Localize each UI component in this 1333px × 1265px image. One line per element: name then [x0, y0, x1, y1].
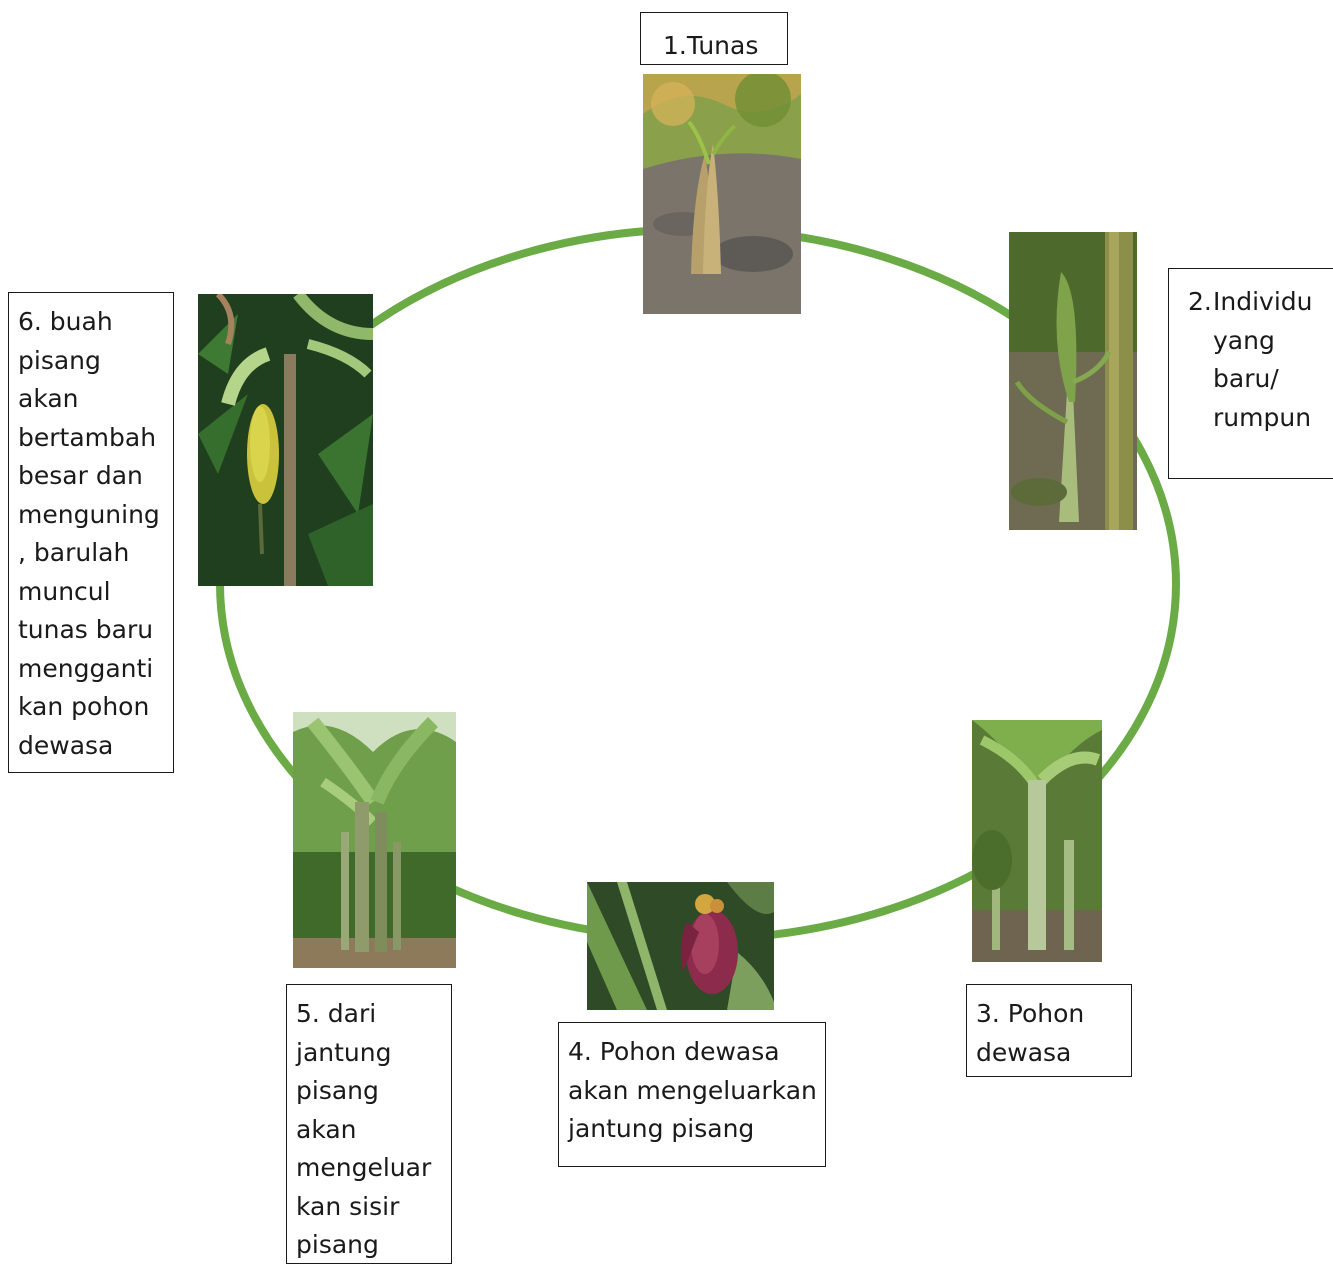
ripening-banana-bunch-photo [198, 294, 373, 586]
stage-2-number: 2. [1188, 287, 1212, 316]
stage-2-line: Individu [1213, 287, 1313, 316]
banana-sucker-sprout-photo [643, 74, 801, 314]
stage-6-line: mengganti [18, 653, 154, 683]
stage-5-line: mengeluar [296, 1153, 432, 1182]
stage-6-line: muncul [18, 576, 111, 606]
stage-6-line: tunas baru [18, 615, 154, 644]
mature-banana-tree-photo [972, 720, 1102, 962]
stage-6-line: kan pohon [18, 692, 150, 721]
banana-clump-photo [293, 712, 456, 968]
stage-6-line: dewasa [18, 730, 114, 760]
stage-2-line: rumpun [1213, 402, 1312, 432]
stage-4-line: jantung pisang [568, 1114, 755, 1143]
stage-2-line: baru/ [1213, 364, 1279, 393]
stage-5-line: kan sisir [296, 1191, 400, 1221]
stage-6-line: 6. buah [18, 307, 113, 336]
stage-6-line: menguning [18, 499, 160, 529]
stage-5-line: pisang [296, 1076, 379, 1105]
stage-5-label: 5. dari jantung pisang akan mengeluar ka… [286, 984, 452, 1264]
stage-5-line: 5. dari [296, 999, 377, 1028]
banana-heart-flower-photo [587, 882, 774, 1010]
young-banana-plant-photo [1009, 232, 1137, 530]
stage-6-line: pisang [18, 345, 101, 375]
stage-5-line: pisang [296, 1230, 379, 1259]
stage-3-line: 3. Pohon [976, 999, 1085, 1028]
stage-3-line: dewasa [976, 1037, 1072, 1067]
stage-3-label: 3. Pohon dewasa [966, 984, 1132, 1077]
stage-6-label: 6. buah pisang akan bertambah besar dan … [8, 292, 174, 773]
stage-4-line: akan mengeluarkan [568, 1075, 817, 1105]
stage-2-label: 2. Individu yang baru/ rumpun [1168, 268, 1333, 479]
stage-6-line: besar dan [18, 461, 143, 490]
stage-6-line: , barulah [18, 538, 130, 567]
stage-4-line: 4. Pohon dewasa [568, 1037, 780, 1066]
stage-5-line: akan [296, 1114, 357, 1144]
stage-1-label: 1.Tunas [640, 12, 788, 65]
stage-4-label: 4. Pohon dewasa akan mengeluarkan jantun… [558, 1022, 826, 1167]
stage-2-line: yang [1213, 325, 1275, 355]
stage-6-line: akan [18, 384, 79, 413]
stage-1-line: 1.Tunas [663, 31, 759, 60]
stage-6-line: bertambah [18, 422, 157, 452]
stage-5-line: jantung [296, 1037, 392, 1067]
